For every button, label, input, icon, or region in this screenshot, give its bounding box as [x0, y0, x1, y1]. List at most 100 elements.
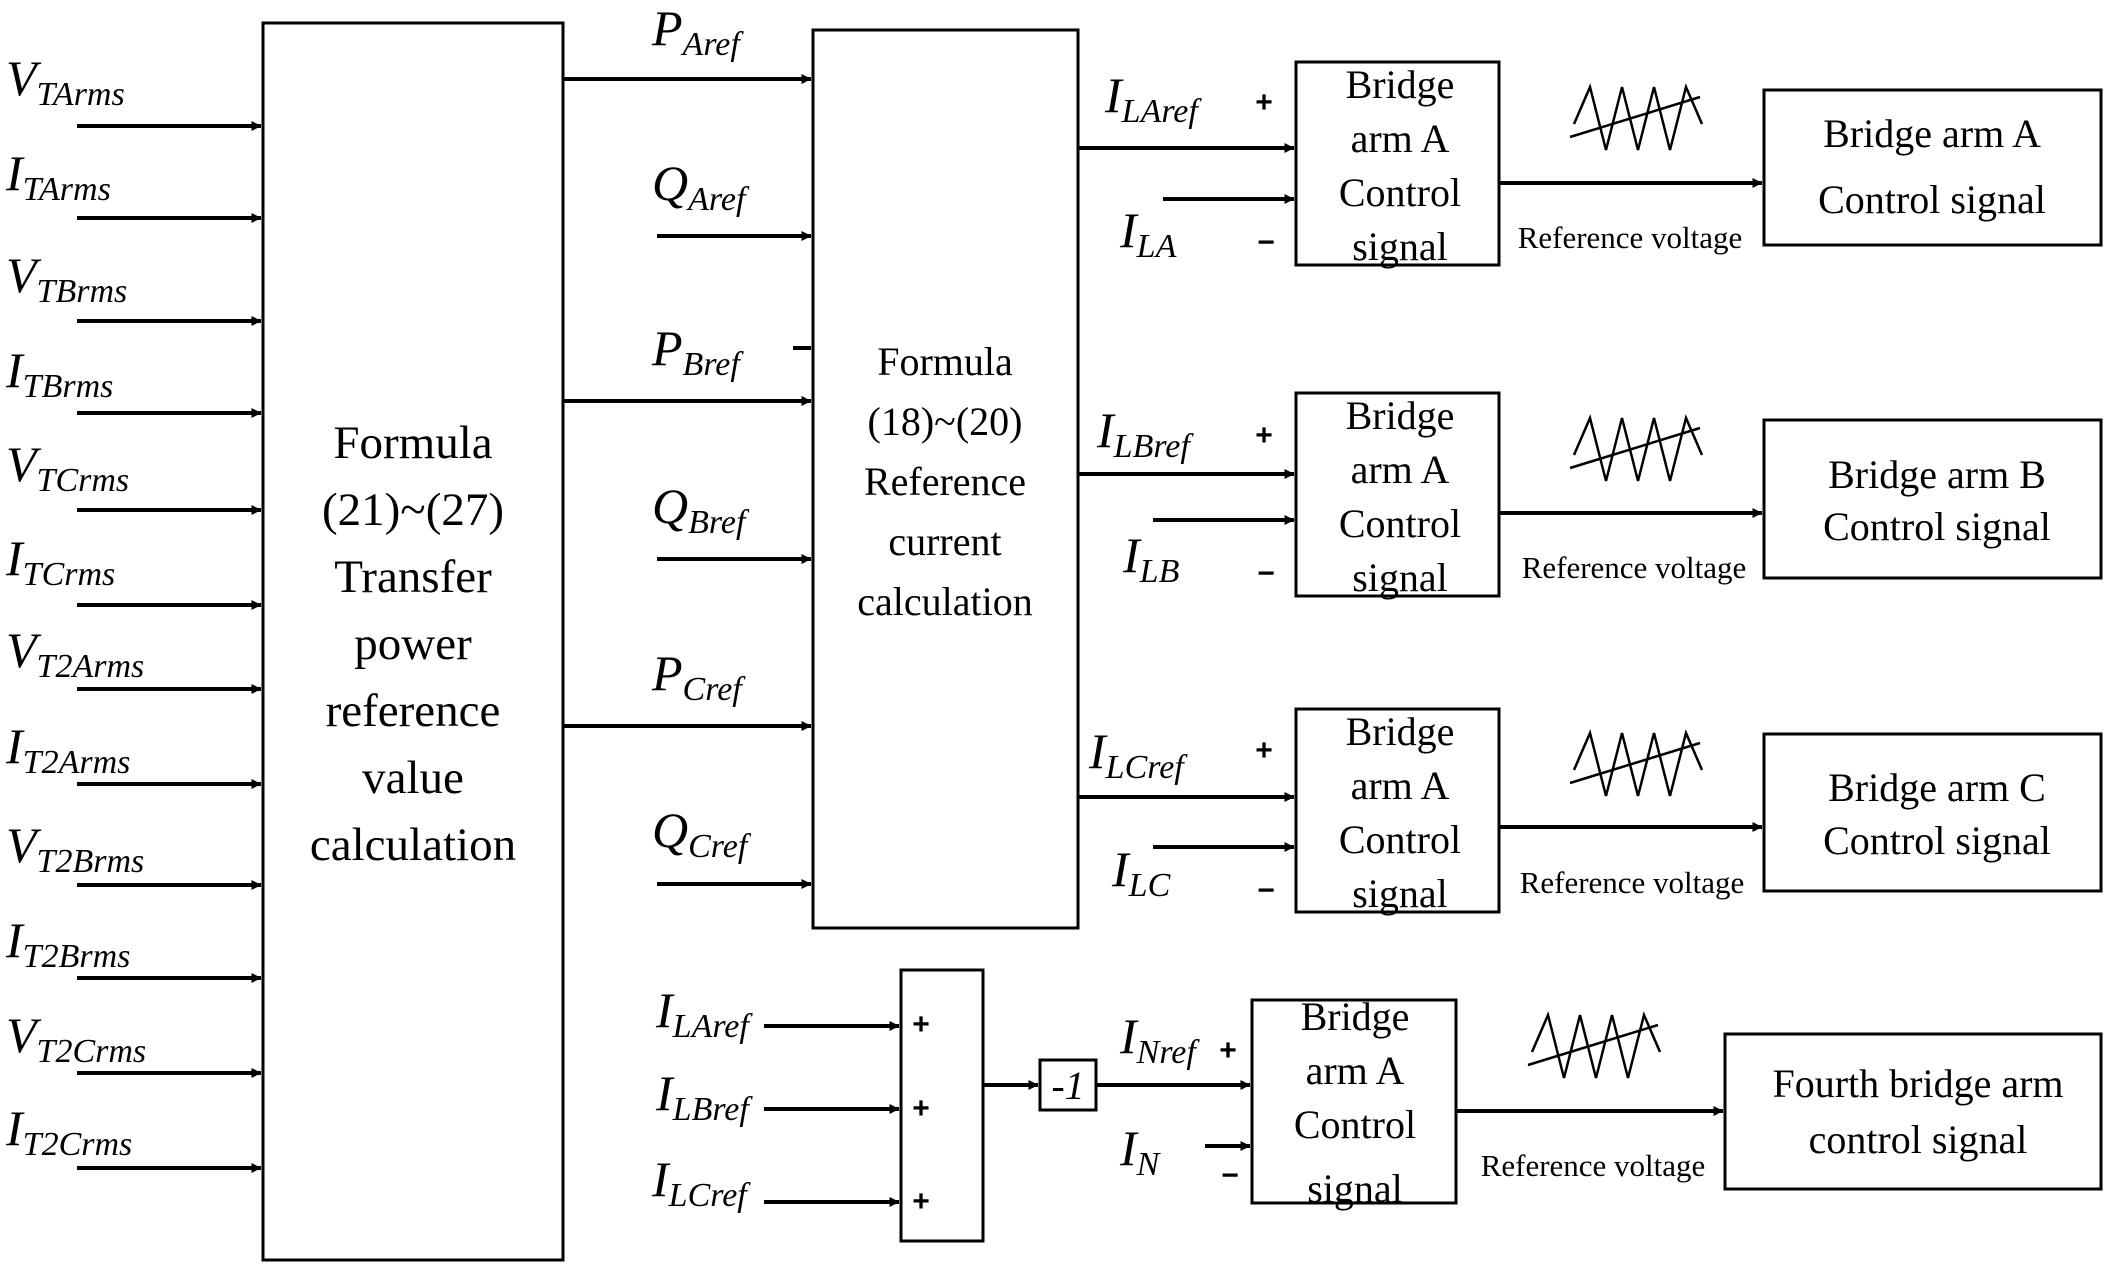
output-line: Control signal: [1823, 504, 2051, 549]
ctrl-line: signal: [1352, 555, 1448, 600]
sum-plus-sign: +: [912, 1185, 930, 1218]
ctrl-line: arm A: [1351, 116, 1450, 161]
ctrl-line: Control: [1339, 170, 1461, 215]
reference-voltage-label: Reference voltage: [1481, 1148, 1706, 1183]
current-reference-block: Formula (18)~(20) Reference current calc…: [811, 28, 1080, 930]
minus-sign: −: [1221, 1159, 1239, 1192]
current-controller-block: [1250, 998, 1458, 1205]
ilbref-label: ILBref: [1096, 402, 1194, 465]
output-line: Fourth bridge arm: [1772, 1061, 2063, 1106]
ila-label: ILA: [1119, 202, 1177, 265]
ctrl-line: signal: [1307, 1166, 1403, 1211]
ctrl-line: signal: [1352, 224, 1448, 269]
current-block-line: Formula: [877, 339, 1013, 384]
output-signal-block: [1762, 732, 2103, 893]
reference-voltage-label: Reference voltage: [1518, 220, 1743, 255]
power-reference-signals: PAref QAref PBref QBref PCref QCref: [563, 0, 812, 889]
qaref-label: QAref: [652, 155, 750, 218]
ctrl-line: Bridge: [1346, 393, 1455, 438]
power-block-line: power: [354, 618, 472, 670]
reference-line-icon: [1569, 426, 1701, 470]
input-label: ITBrms: [5, 342, 113, 405]
carrier-triangle-icon: [1530, 1011, 1662, 1079]
neutral-path: ILAref ILBref ILCref + + + -1 INref + IN…: [651, 968, 2103, 1243]
ctrl-line: Bridge: [1346, 62, 1455, 107]
minus-sign: −: [1257, 874, 1275, 907]
ilaref-label: ILAref: [1104, 67, 1202, 130]
qbref-label: QBref: [652, 478, 750, 541]
phase-c-path: ILCref + ILC − Bridge arm A Control sign…: [1078, 707, 2103, 916]
input-label: IT2Brms: [5, 912, 130, 975]
input-label: ITArms: [5, 145, 111, 208]
current-controller-block: [1294, 60, 1501, 267]
output-signal-block: [1762, 88, 2103, 247]
power-block-line: (21)~(27): [322, 484, 504, 536]
carrier-triangle-icon: [1572, 729, 1704, 797]
phase-a-path: ILAref + ILA − Bridge arm A Control sign…: [1078, 60, 2103, 269]
ctrl-line: Control: [1294, 1102, 1416, 1147]
output-signal-block: [1723, 1032, 2103, 1191]
current-block-line: Reference: [864, 459, 1026, 504]
ctrl-line: Bridge: [1346, 709, 1455, 754]
sum-input-label: ILAref: [655, 982, 753, 1045]
minus-sign: −: [1257, 557, 1275, 590]
ctrl-line: arm A: [1351, 447, 1450, 492]
output-line: Control signal: [1818, 177, 2046, 222]
pbref-label: PBref: [651, 320, 744, 383]
power-block-line: reference: [326, 685, 501, 737]
pcref-label: PCref: [651, 645, 746, 708]
summing-block: [899, 968, 985, 1243]
ilc-label: ILC: [1111, 841, 1171, 904]
in-label: IN: [1119, 1120, 1162, 1183]
output-line: control signal: [1809, 1117, 2028, 1162]
reference-line-icon: [1569, 741, 1701, 785]
input-label: VTBrms: [6, 247, 127, 310]
reference-line-icon: [1569, 95, 1701, 139]
power-reference-block: Formula (21)~(27) Transfer power referen…: [261, 21, 565, 1262]
current-controller-block: [1294, 707, 1501, 914]
sum-plus-sign: +: [912, 1008, 930, 1041]
gain-block: [1038, 1058, 1098, 1112]
ctrl-line: signal: [1352, 871, 1448, 916]
ilb-label: ILB: [1122, 527, 1180, 590]
gain-label: -1: [1051, 1063, 1084, 1108]
ctrl-line: arm A: [1306, 1048, 1405, 1093]
reference-voltage-label: Reference voltage: [1522, 550, 1747, 585]
power-block-line: Formula: [333, 417, 492, 469]
plus-sign: +: [1219, 1034, 1237, 1067]
plus-sign: +: [1255, 86, 1273, 119]
plus-sign: +: [1255, 734, 1273, 767]
input-label: VTArms: [6, 50, 125, 113]
reference-voltage-label: Reference voltage: [1520, 865, 1745, 900]
reference-line-icon: [1527, 1023, 1659, 1067]
ctrl-line: Control: [1339, 817, 1461, 862]
input-label: ITCrms: [5, 530, 115, 593]
minus-sign: −: [1257, 226, 1275, 259]
input-signals: VTArms ITArms VTBrms ITBrms VTCrms ITCrm…: [5, 50, 262, 1173]
input-label: VTCrms: [6, 436, 129, 499]
current-controller-block: [1294, 391, 1501, 598]
power-block-line: value: [362, 752, 464, 804]
sum-input-label: ILBref: [655, 1065, 753, 1128]
ctrl-line: arm A: [1351, 763, 1450, 808]
plus-sign: +: [1255, 419, 1273, 452]
output-signal-block: [1762, 418, 2103, 580]
output-line: Bridge arm C: [1828, 765, 2046, 810]
sum-plus-sign: +: [912, 1092, 930, 1125]
input-label: VT2Crms: [6, 1007, 146, 1070]
input-label: IT2Crms: [5, 1100, 132, 1163]
carrier-triangle-icon: [1572, 83, 1704, 151]
qcref-label: QCref: [652, 802, 752, 865]
input-label: VT2Brms: [6, 817, 144, 880]
output-line: Bridge arm A: [1823, 111, 2041, 156]
phase-b-path: ILBref + ILB − Bridge arm A Control sign…: [1078, 391, 2103, 600]
current-block-line: current: [888, 519, 1001, 564]
ctrl-line: Bridge: [1301, 994, 1410, 1039]
ctrl-line: Control: [1339, 501, 1461, 546]
inref-label: INref: [1119, 1008, 1200, 1071]
ilcref-label: ILCref: [1088, 723, 1188, 786]
current-block-line: calculation: [857, 579, 1032, 624]
current-block-line: (18)~(20): [868, 399, 1023, 444]
carrier-triangle-icon: [1572, 414, 1704, 482]
